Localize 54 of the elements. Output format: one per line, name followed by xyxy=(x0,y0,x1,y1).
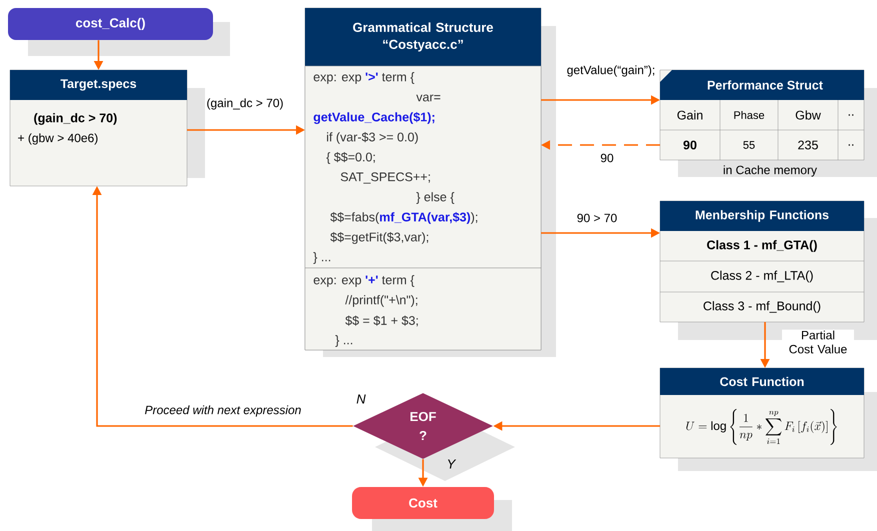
code-line: getValue_Cache($1); xyxy=(314,112,434,124)
code-line: $$=fabs(mf_GTA(var,$3)); xyxy=(330,212,478,224)
code-line: } ... xyxy=(335,335,352,347)
code-line: { $$=0.0; xyxy=(326,152,375,164)
function-box xyxy=(660,368,864,458)
code-line: exp: exp '+' term { xyxy=(314,275,414,287)
table-cell: Gain xyxy=(677,110,702,120)
table-cell: 55 xyxy=(743,141,755,149)
code-line: if (var-$3 >= 0.0) xyxy=(327,132,418,144)
table-cell: 90 xyxy=(684,140,696,150)
code-line: } else { xyxy=(416,192,454,204)
end-terminal xyxy=(352,487,494,519)
structure-box xyxy=(304,8,542,350)
table-cell: .. xyxy=(848,144,854,146)
start-terminal xyxy=(8,8,213,40)
table-cell: .. xyxy=(848,114,854,116)
code-section xyxy=(304,268,542,350)
caption-text: in Cache memory xyxy=(724,165,817,177)
edge-label: getValue(“gain”); xyxy=(566,64,656,78)
edge-label: 90 > 70 xyxy=(576,212,618,224)
list-row: Class 1 - mf_GTA() xyxy=(707,240,817,252)
branch-label: N xyxy=(356,394,366,404)
list-row: Class 2 - mf_LTA() xyxy=(711,270,813,282)
terminal-text: cost_Calc() xyxy=(76,18,145,30)
formula: $U = \log\left\{\frac{1}{np} * \sum_{i=1}^{np} F_i\left[f_i(\vec{x})\right]\right\}$ xyxy=(686,408,837,445)
edge-label: 90 xyxy=(599,152,615,164)
header-text: Performance Struct xyxy=(708,80,823,90)
code-line: SAT_SPECS++; xyxy=(340,172,430,184)
code-line: $$ = $1 + $3; xyxy=(345,316,418,326)
spec-box xyxy=(10,70,188,186)
terminal-text: Cost xyxy=(409,498,438,508)
function-list-box xyxy=(660,200,864,322)
table-cell: 235 xyxy=(798,140,818,150)
table-box xyxy=(660,70,864,177)
branch-label: Y xyxy=(448,460,456,468)
edge-label: Partial Cost Value xyxy=(782,330,854,354)
code-line: var= xyxy=(416,94,440,102)
header-text: Menbership Functions xyxy=(696,210,829,222)
edge-label: Proceed with next expression xyxy=(144,404,302,418)
table-cell: Gbw xyxy=(796,110,821,120)
header-text: Cost Function xyxy=(720,376,804,386)
code-line: //printf("+\n"); xyxy=(345,295,418,307)
decision-diamond xyxy=(353,393,493,459)
decision-text: EOF ? xyxy=(410,412,436,440)
edge-label: (gain_dc > 70) xyxy=(205,97,285,111)
table-cell: Phase xyxy=(734,110,764,120)
header-text: Grammatical Structure “Costyacc.c” xyxy=(353,22,493,52)
header-text: Target.specs xyxy=(60,79,136,91)
body-text: (gain_dc > 70) xyxy=(34,113,117,125)
body-text: + (gbw > 40e6) xyxy=(18,133,98,145)
list-row: Class 3 - mf_Bound() xyxy=(704,301,820,313)
code-line: exp: exp '>' term { xyxy=(314,72,414,84)
code-line: $$=getFit($3,var); xyxy=(330,232,428,244)
code-line: } ... xyxy=(313,252,330,264)
